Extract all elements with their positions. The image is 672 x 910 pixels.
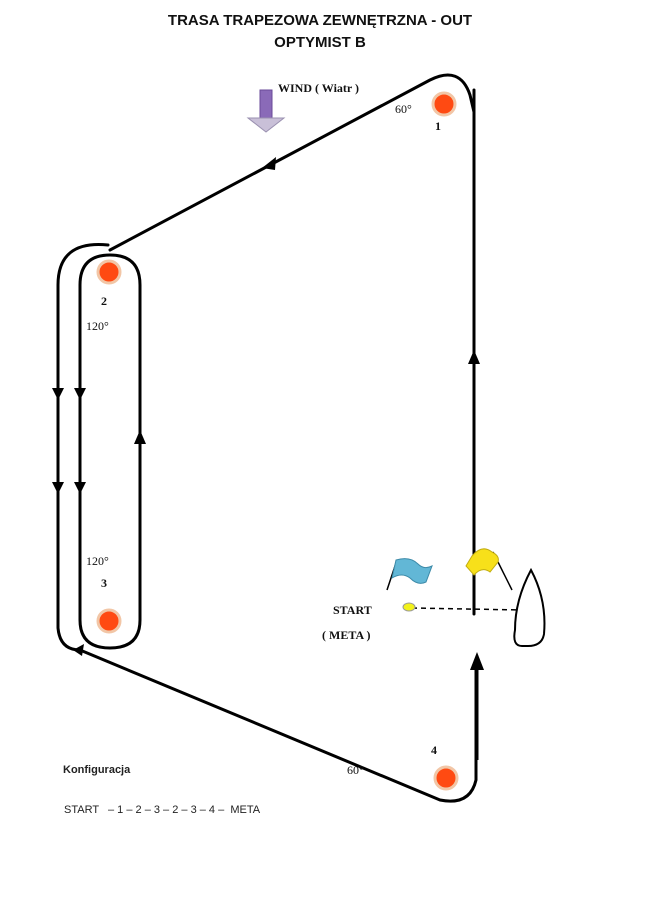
mark-3-buoy-icon: [96, 608, 122, 634]
mark-4-number: 4: [431, 743, 437, 757]
mark-3-angle: 120°: [86, 554, 109, 568]
committee-boat-icon: [513, 567, 546, 647]
mark-2-angle: 120°: [86, 319, 109, 333]
start-label: START: [333, 603, 372, 617]
mark-4-angle: 60°: [347, 763, 364, 777]
finish-label: ( META ): [322, 628, 370, 642]
direction-arrow-bottom-leg: [73, 644, 84, 656]
leg-to-finish: [78, 648, 478, 803]
direction-arrow-outer-down-1: [52, 388, 64, 400]
mark-1-angle: 60°: [395, 102, 412, 116]
direction-arrow-top-leg: [262, 157, 276, 170]
mark-2-number: 2: [101, 294, 107, 308]
mark-1-buoy-icon: [431, 91, 457, 117]
configuration-sequence: START – 1 – 2 – 3 – 2 – 3 – 4 – META: [64, 804, 261, 816]
leg-2-to-1: [108, 73, 476, 252]
wind-label: WIND ( Wiatr ): [278, 81, 359, 95]
mark-3-number: 3: [101, 576, 107, 590]
finish-approach-arrow: [470, 652, 484, 760]
diagram-title-line-2: OPTYMIST B: [274, 34, 366, 51]
mark-2-buoy-icon: [96, 259, 122, 285]
inner-loop: [78, 253, 142, 650]
direction-arrow-inner-up: [134, 430, 146, 444]
pin-buoy-icon: [402, 602, 416, 612]
direction-arrow-inner-down-1: [74, 388, 86, 400]
yellow-flag-icon: [465, 548, 513, 591]
mark-1-number: 1: [435, 119, 441, 133]
direction-arrow-inner-down-2: [74, 482, 86, 494]
outer-loop: [56, 243, 110, 652]
configuration-heading: Konfiguracja: [63, 764, 131, 776]
start-line: [411, 607, 523, 611]
direction-arrow-right-leg: [468, 350, 480, 364]
diagram-title-line-1: TRASA TRAPEZOWA ZEWNĘTRZNA - OUT: [168, 12, 472, 29]
wind-arrow-icon: [246, 89, 286, 133]
blue-flag-icon: [386, 558, 433, 591]
mark-4-buoy-icon: [433, 765, 459, 791]
direction-arrow-outer-down-2: [52, 482, 64, 494]
course-path: [56, 73, 478, 803]
